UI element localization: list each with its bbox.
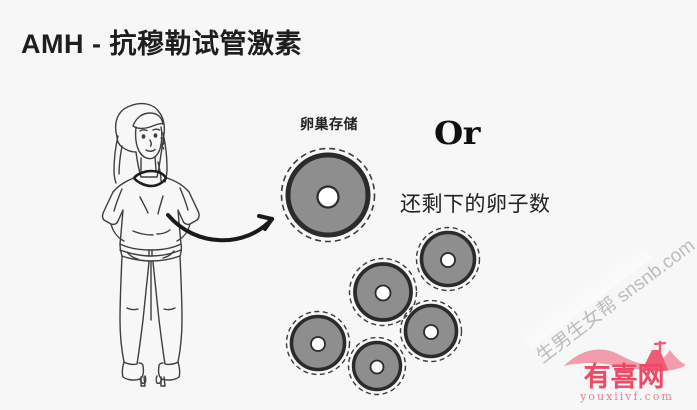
logo-mark: 有喜网 xyxy=(564,340,686,393)
woman-line-drawing xyxy=(101,102,200,387)
logo-domain-text: youxiivf.com xyxy=(580,390,674,403)
egg-small xyxy=(285,310,351,376)
egg-main xyxy=(280,147,376,243)
label-or: Or xyxy=(434,114,480,152)
egg-dashed-ring xyxy=(280,147,376,243)
egg-small xyxy=(399,299,463,363)
egg-shell xyxy=(285,152,371,238)
egg-nucleus xyxy=(316,185,340,209)
watermark-band xyxy=(519,241,652,348)
logo-brand-text: 有喜网 xyxy=(584,362,665,392)
egg-small xyxy=(415,226,481,292)
label-ovarian-reserve: 卵巢存储 xyxy=(300,116,358,132)
label-eggs-remaining: 还剩下的卵子数 xyxy=(400,193,551,216)
egg-small xyxy=(347,336,407,396)
page-title: AMH - 抗穆勒试管激素 xyxy=(21,29,302,59)
site-logo: 有喜网 youxiivf.com xyxy=(556,340,692,406)
arrow-shape xyxy=(166,213,274,243)
logo-swoosh-icon xyxy=(564,340,686,372)
egg-small xyxy=(348,257,418,327)
